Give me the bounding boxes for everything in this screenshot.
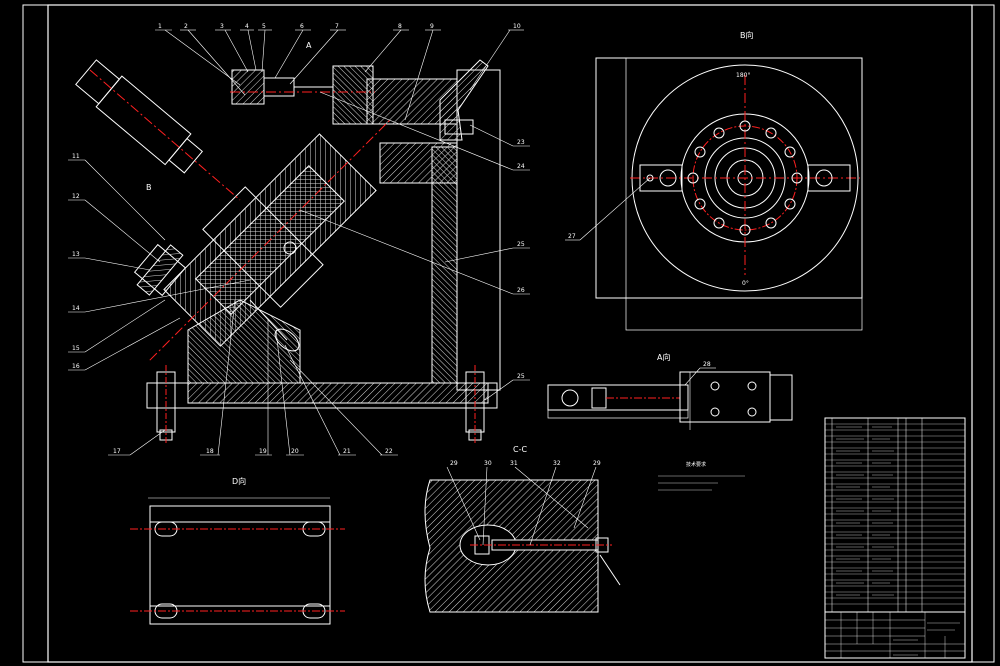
balloon-group-left: 11 12 13 14 15 16 xyxy=(68,153,251,371)
balloon-30: 30 xyxy=(484,460,492,467)
balloon-29b: 29 xyxy=(593,460,601,467)
view-b-letter: B xyxy=(146,183,152,192)
balloon-23: 23 xyxy=(517,139,525,146)
main-view xyxy=(75,59,501,445)
balloon-6: 6 xyxy=(300,23,304,30)
balloon-27: 27 xyxy=(568,233,576,240)
a-view: A向 28 xyxy=(547,352,793,430)
balloon-14: 14 xyxy=(72,305,80,312)
balloon-17: 17 xyxy=(113,448,121,455)
b-view-title: B向 xyxy=(740,30,754,40)
balloon-group-bottom: 17 18 19 20 21 22 xyxy=(108,299,398,456)
balloon-21: 21 xyxy=(343,448,351,455)
tech-requirements: 技术要求 xyxy=(658,461,745,491)
balloon-5: 5 xyxy=(262,23,266,30)
angle-180-label: 180° xyxy=(736,72,750,79)
d-view: D向 xyxy=(130,476,345,625)
d-view-title: D向 xyxy=(232,476,246,486)
balloon-11: 11 xyxy=(72,153,80,160)
balloon-group-right: 23 24 25 26 25 xyxy=(299,91,530,401)
b-view: B向 180° 0° 27 xyxy=(565,30,863,331)
balloon-10: 10 xyxy=(513,23,521,30)
cc-section: C-C 29 30 31 32 29 xyxy=(424,445,621,613)
balloon-20: 20 xyxy=(291,448,299,455)
balloon-25b: 25 xyxy=(517,373,525,380)
view-a-letter: A xyxy=(306,41,312,50)
a-view-title: A向 xyxy=(657,352,670,362)
balloon-25: 25 xyxy=(517,241,525,248)
balloon-22: 22 xyxy=(385,448,393,455)
balloon-31: 31 xyxy=(510,460,518,467)
balloon-26: 26 xyxy=(517,287,525,294)
balloon-3: 3 xyxy=(220,23,224,30)
balloon-2: 2 xyxy=(184,23,188,30)
balloon-29a: 29 xyxy=(450,460,458,467)
balloon-16: 16 xyxy=(72,363,80,370)
inner-frame xyxy=(47,4,973,663)
balloon-15: 15 xyxy=(72,345,80,352)
balloon-4: 4 xyxy=(245,23,249,30)
balloon-1: 1 xyxy=(158,23,162,30)
balloon-32: 32 xyxy=(553,460,561,467)
balloon-7: 7 xyxy=(335,23,339,30)
balloon-18: 18 xyxy=(206,448,214,455)
tech-req-title: 技术要求 xyxy=(686,461,706,468)
cc-title: C-C xyxy=(513,445,527,454)
bom-table xyxy=(824,417,966,659)
balloon-28: 28 xyxy=(703,361,711,368)
balloon-group-top: 1 2 3 4 5 6 7 8 9 10 xyxy=(155,23,524,121)
balloon-12: 12 xyxy=(72,193,80,200)
balloon-8: 8 xyxy=(398,23,402,30)
angle-0-label: 0° xyxy=(742,280,749,287)
balloon-13: 13 xyxy=(72,251,80,258)
balloon-9: 9 xyxy=(430,23,434,30)
balloon-24: 24 xyxy=(517,163,525,170)
balloon-19: 19 xyxy=(259,448,267,455)
